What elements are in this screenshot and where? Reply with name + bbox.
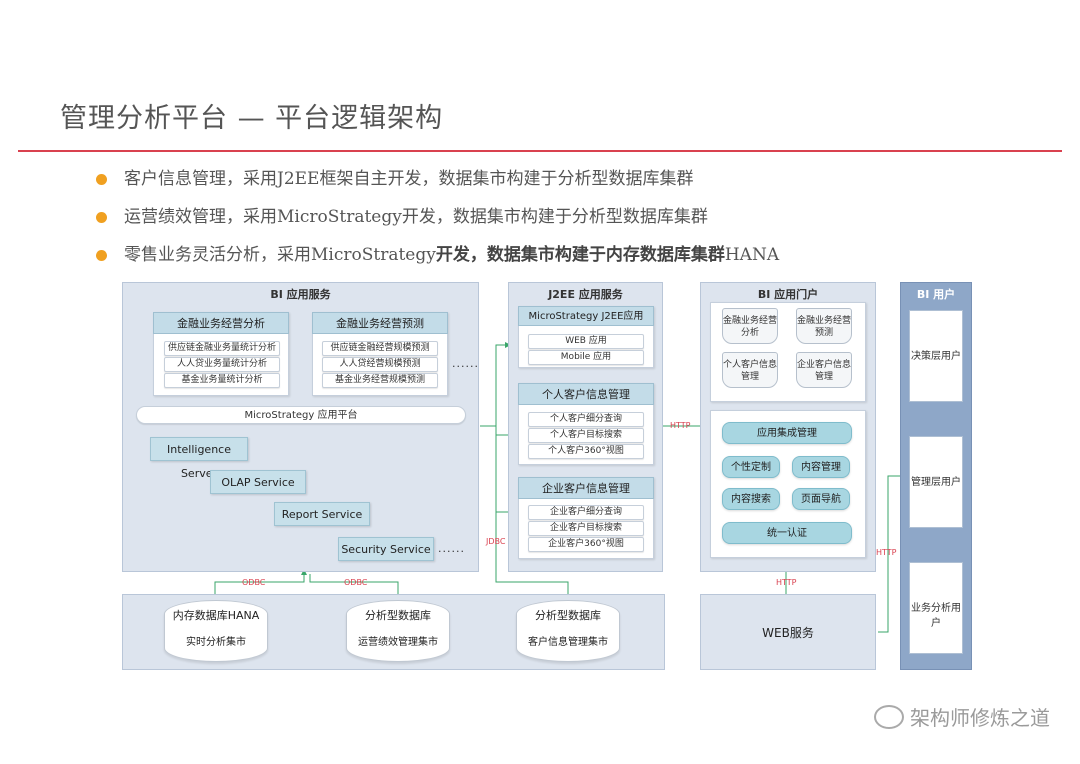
analyst-user-box: 业务分析用户 [909,562,963,654]
bullet-list: 客户信息管理，采用J2EE框架自主开发，数据集市构建于分析型数据库集群 运营绩效… [96,164,996,278]
page-title: 管理分析平台 — 平台逻辑架构 [60,103,444,134]
personalization-pill: 个性定制 [722,456,780,478]
content-search-pill: 内容搜索 [722,488,780,510]
mobile-app-item: Mobile 应用 [528,350,644,365]
corporate-customer-item: 企业客户360°视图 [528,537,644,552]
olap-service-box: OLAP Service [210,470,306,494]
hana-database: 内存数据库HANA 实时分析集市 [164,600,268,662]
finance-forecast-item: 基金业务经营规模预测 [322,373,438,388]
db-mart: 实时分析集市 [186,637,246,648]
analytic-database-1: 分析型数据库 运营绩效管理集市 [346,600,450,662]
bi-service-title: BI 应用服务 [270,288,331,301]
bullet-dot-icon [96,174,107,185]
finance-analysis-title: 金融业务经营分析 [153,312,289,334]
personal-customer-title: 个人客户信息管理 [518,383,654,405]
security-service-box: Security Service [338,537,434,561]
bullet-item: 客户信息管理，采用J2EE框架自主开发，数据集市构建于分析型数据库集群 [96,164,996,202]
corporate-customer-title: 企业客户信息管理 [518,477,654,499]
finance-forecast-item: 供应链金融经营规模预测 [322,341,438,356]
http-label: HTTP [776,578,797,587]
mstr-j2ee-title: MicroStrategy J2EE应用 [518,306,654,326]
watermark: 架构师修炼之道 [874,702,1050,731]
corporate-customer-item: 企业客户目标搜索 [528,521,644,536]
finance-analysis-item: 基金业务量统计分析 [164,373,280,388]
watermark-text: 架构师修炼之道 [910,706,1050,730]
db-name: 分析型数据库 [535,609,601,622]
bullet-item: 运营绩效管理，采用MicroStrategy开发，数据集市构建于分析型数据库集群 [96,202,996,240]
bi-portal-title: BI 应用门户 [757,288,819,301]
db-mart: 运营绩效管理集市 [358,637,438,648]
http-label: HTTP [670,421,691,430]
bullet-item: 零售业务灵活分析，采用MicroStrategy开发，数据集市构建于内存数据库集… [96,240,996,278]
bi-users-title: BI 用户 [916,288,956,301]
odbc-label: ODBC [242,578,266,587]
more-groups-ellipsis: ...... [452,357,479,370]
wechat-icon [874,704,904,729]
decision-user-box: 决策层用户 [909,310,963,402]
management-user-box: 管理层用户 [909,436,963,528]
intelligence-server-box: Intelligence Server [150,437,248,480]
finance-forecast-title: 金融业务经营预测 [312,312,448,334]
title-divider [18,150,1062,152]
unified-auth-pill: 统一认证 [722,522,852,544]
portal-doc-item: 企业客户信息管理 [796,352,852,388]
bullet-dot-icon [96,212,107,223]
finance-analysis-item: 人人贷业务量统计分析 [164,357,280,372]
finance-forecast-item: 人人贷经营规模预测 [322,357,438,372]
odbc-label: ODBC [344,578,368,587]
portal-doc-item: 金融业务经营预测 [796,308,852,344]
web-app-item: WEB 应用 [528,334,644,349]
portal-doc-item: 个人客户信息管理 [722,352,778,388]
jdbc-label: JDBC [486,537,506,546]
portal-doc-item: 金融业务经营分析 [722,308,778,344]
personal-customer-item: 个人客户细分查询 [528,412,644,427]
db-mart: 客户信息管理集市 [528,637,608,648]
analytic-database-2: 分析型数据库 客户信息管理集市 [516,600,620,662]
personal-customer-item: 个人客户360°视图 [528,444,644,459]
content-management-pill: 内容管理 [792,456,850,478]
web-service-box: WEB服务 [700,594,876,670]
j2ee-service-title: J2EE 应用服务 [548,288,623,301]
db-name: 内存数据库HANA [172,609,260,622]
corporate-customer-item: 企业客户细分查询 [528,505,644,520]
microstrategy-platform-bar: MicroStrategy 应用平台 [136,406,466,424]
app-integration-pill: 应用集成管理 [722,422,852,444]
http-label: HTTP [876,548,897,557]
more-services-ellipsis: ...... [438,542,465,555]
personal-customer-item: 个人客户目标搜索 [528,428,644,443]
page-navigation-pill: 页面导航 [792,488,850,510]
report-service-box: Report Service [274,502,370,526]
bullet-dot-icon [96,250,107,261]
db-name: 分析型数据库 [365,609,431,622]
finance-analysis-item: 供应链金融业务量统计分析 [164,341,280,356]
